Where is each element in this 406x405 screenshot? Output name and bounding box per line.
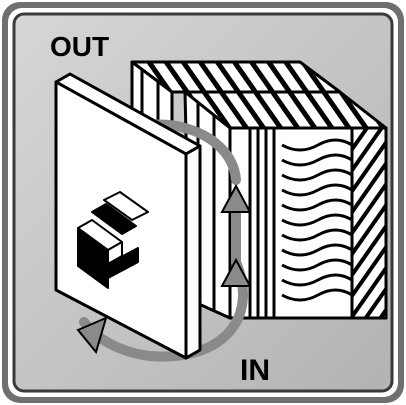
in-label: IN [240,354,270,387]
out-label: OUT [50,31,109,62]
